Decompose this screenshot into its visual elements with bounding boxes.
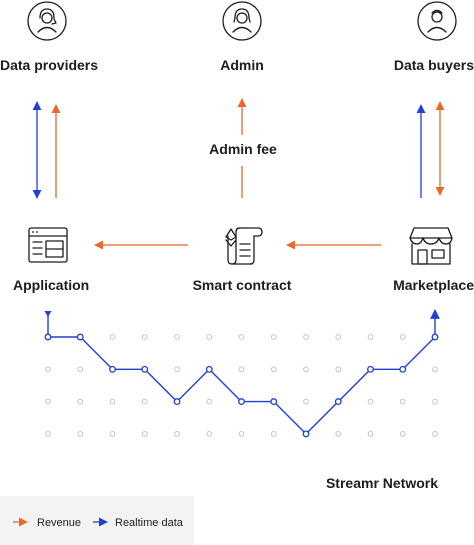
marketplace-store-icon [409,227,453,265]
network-node-grid [45,334,438,437]
network-node [174,366,180,373]
admin-label: Admin [220,57,264,73]
legend-realtime-data-label: Realtime data [115,517,184,529]
network-node [399,334,406,340]
route-node [141,365,149,373]
route-node [334,398,342,406]
data-buyers-label: Data buyers [394,57,474,73]
network-node [399,431,406,437]
network-node [77,366,84,373]
route-node [173,398,181,406]
route-node [302,430,310,438]
application-label: Application [13,277,89,293]
network-node [367,431,374,437]
network-node [432,366,438,373]
network-node [109,398,116,405]
network-node [206,334,213,340]
marketplace-label: Marketplace [393,277,474,293]
network-node [141,398,148,405]
network-node [303,398,309,405]
network-node [238,366,245,373]
network-node [367,334,374,340]
route-node [431,333,439,341]
route-node [399,365,407,373]
smart-contract-scroll-icon [225,227,263,265]
route-node [205,365,213,373]
network-node [399,398,406,405]
network-node [174,431,180,437]
network-node [238,334,245,340]
smart-contract-label: Smart contract [193,277,292,293]
route-node [367,365,374,373]
network-node [206,398,213,405]
admin-fee-label: Admin fee [209,141,277,157]
network-node [141,431,148,437]
network-node [141,334,148,340]
network-node [303,334,309,340]
route-node [270,398,278,406]
route-node [76,333,84,341]
network-node [206,431,213,437]
network-node [270,366,277,373]
network-node [270,431,277,437]
network-node [174,334,180,340]
realtime-data-route-line [48,336,436,435]
network-node [335,431,342,437]
route-node [109,365,116,373]
legend-box [0,496,194,545]
network-node [367,398,374,405]
network-node [77,431,84,437]
network-node [109,431,116,437]
route-node [238,398,245,406]
network-node [238,431,245,437]
network-node [270,334,277,340]
network-node [432,431,438,437]
network-node [335,366,342,373]
network-node [303,366,309,373]
realtime-data-path [44,309,440,438]
streamr-network-label: Streamr Network [326,475,438,491]
network-node [77,398,84,405]
network-node [45,431,51,437]
network-node [109,334,116,340]
legend-revenue-label: Revenue [37,517,81,529]
network-node [45,366,51,373]
network-node [335,334,342,340]
admin-avatar-icon [222,1,262,41]
application-data-arrowhead [44,311,52,317]
route-node [44,333,52,341]
data-providers-label: Data providers [0,57,98,73]
application-window-icon [28,227,68,263]
data-buyer-avatar-icon [417,1,457,41]
network-node [45,398,51,405]
network-node [432,398,438,405]
data-provider-avatar-icon [27,1,67,41]
